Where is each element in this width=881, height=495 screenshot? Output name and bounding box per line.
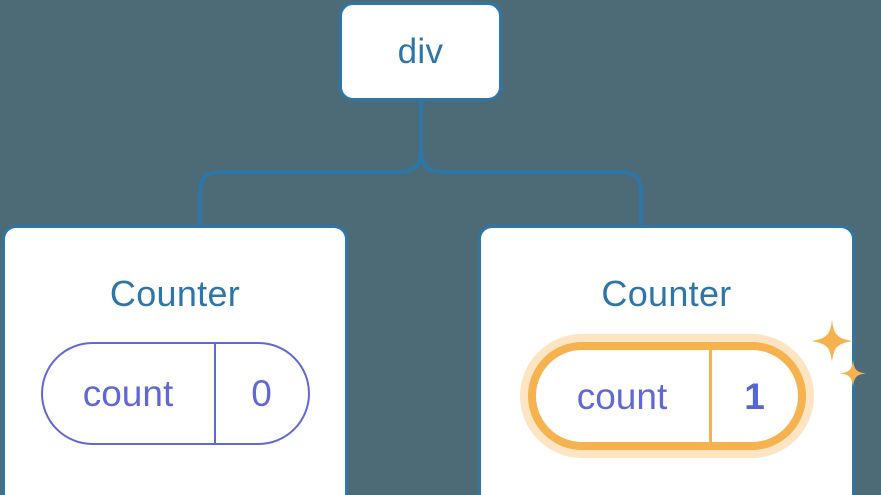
- state-pill-divider-left: [213, 344, 216, 443]
- connector-branch-right: [419, 144, 643, 227]
- state-key-left: count: [82, 373, 174, 414]
- node-div-label: div: [397, 32, 444, 71]
- node-counter-right[interactable]: Counter count 1: [478, 225, 866, 495]
- state-pill-wrapper-left: count 0: [40, 342, 310, 445]
- state-key-right: count: [576, 375, 668, 417]
- node-counter-right-title: Counter: [601, 273, 732, 314]
- node-counter-left[interactable]: Counter count 0: [2, 225, 348, 495]
- connector-branch-left: [198, 144, 423, 227]
- node-counter-left-title: Counter: [109, 273, 241, 314]
- state-value-right: 1: [744, 375, 765, 417]
- state-pill-divider-right: [708, 350, 712, 442]
- state-pill-wrapper-right: count 1: [527, 320, 866, 450]
- state-pill-left[interactable]: count 0: [40, 342, 310, 445]
- state-value-left: 0: [251, 373, 272, 414]
- node-div[interactable]: div: [339, 2, 502, 101]
- sparkle-large-icon: [811, 320, 852, 362]
- state-pill-right[interactable]: count 1: [527, 342, 806, 450]
